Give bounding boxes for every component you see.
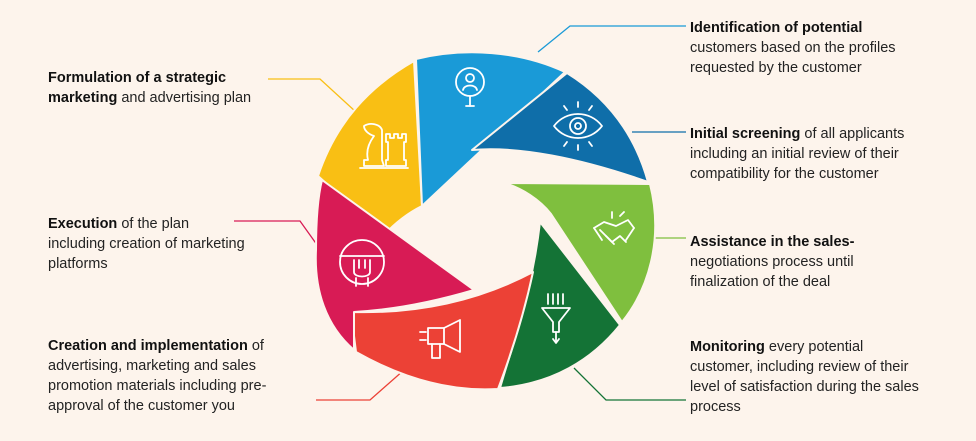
label-formulation-bold: Formulation of a strategic marketing [48, 70, 227, 106]
connector-creation [316, 369, 405, 401]
megaphone-icon [419, 319, 461, 359]
label-screening: Initial screening of all applicants incl… [690, 124, 940, 184]
connector-formulation [268, 78, 357, 113]
segment-formulation [317, 60, 423, 236]
segment-assistance [503, 182, 657, 323]
eye-icon [553, 101, 603, 151]
segment-identification [415, 51, 566, 207]
connector-identification [537, 25, 686, 53]
label-monitoring-rest: every potential customer, including revi… [690, 339, 919, 415]
funnel-icon [541, 293, 571, 344]
label-identification: Identification of potential customers ba… [690, 18, 930, 78]
handshake-icon [593, 211, 635, 245]
label-identification-bold: Identification of potential [690, 20, 863, 36]
label-formulation: Formulation of a strategic marketing and… [48, 68, 288, 108]
label-screening-rest: of all applicants including an initial r… [690, 126, 905, 182]
chess-icon [359, 123, 409, 169]
user-search-icon [455, 67, 485, 107]
label-creation-rest: of advertising, marketing and sales prom… [48, 338, 267, 414]
segment-screening [471, 72, 649, 183]
label-screening-bold: Initial screening [690, 126, 801, 142]
label-creation-bold: Creation and implementation [48, 338, 248, 354]
segment-monitoring [499, 221, 621, 389]
label-formulation-rest: and advertising plan [117, 90, 252, 106]
label-assistance-bold: Assistance in the sales- [690, 234, 855, 250]
label-identification-rest: customers based on the profiles requeste… [690, 40, 896, 76]
label-assistance: Assistance in the sales- negotiations pr… [690, 232, 890, 292]
label-monitoring: Monitoring every potential customer, inc… [690, 337, 930, 417]
segment-execution [314, 179, 475, 351]
label-execution-bold: Execution [48, 216, 118, 232]
label-execution: Execution of the plan including creation… [48, 214, 248, 274]
label-monitoring-bold: Monitoring [690, 339, 765, 355]
label-execution-rest: of the plan including creation of market… [48, 216, 245, 272]
label-creation: Creation and implementation of advertisi… [48, 336, 318, 416]
connector-monitoring [573, 367, 686, 401]
hand-pen-icon [339, 239, 385, 287]
segment-creation [350, 271, 534, 391]
label-assistance-rest: negotiations process until finalization … [690, 254, 854, 290]
